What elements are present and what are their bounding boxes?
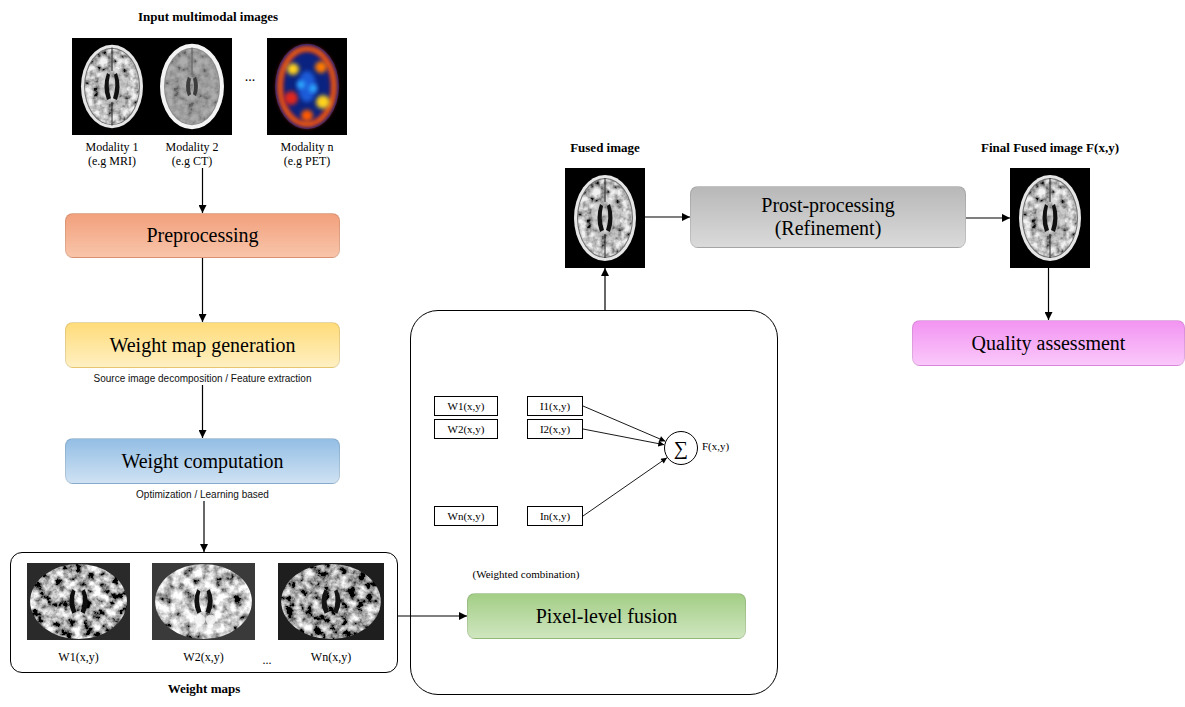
image-frame bbox=[267, 38, 347, 135]
image-title: Final Fused image F(x,y) bbox=[960, 140, 1140, 156]
image-title: Fused image bbox=[565, 140, 645, 156]
flow-arrow bbox=[604, 268, 605, 310]
label-holder: Input multimodal images bbox=[108, 9, 308, 25]
flow-arrow bbox=[202, 258, 203, 322]
image-caption: Modality 1 (e.g MRI) bbox=[79, 140, 145, 168]
process-box: Pixel-level fusion bbox=[467, 593, 746, 639]
fused-image: Final Fused image F(x,y) bbox=[960, 140, 1140, 268]
image-caption: W1(x,y) bbox=[34, 650, 124, 664]
process-box: Prost-processing (Refinement) bbox=[690, 186, 966, 248]
flow-arrow bbox=[1048, 268, 1049, 320]
flow-arrow bbox=[966, 217, 1010, 218]
image-caption: Wn(x,y) bbox=[286, 650, 376, 664]
fused-image: Fused image bbox=[565, 140, 645, 268]
image-caption: Modality 2 (e.g CT) bbox=[159, 140, 225, 168]
process-box: Quality assessment bbox=[912, 320, 1185, 366]
box-label: In(x,y) bbox=[540, 510, 570, 522]
panel-title: Weight maps bbox=[10, 681, 398, 697]
box-label: Preprocessing bbox=[146, 224, 258, 247]
weight-map-image: Wn(x,y) bbox=[278, 563, 384, 664]
box-label: Quality assessment bbox=[972, 332, 1126, 355]
box-label: I2(x,y) bbox=[540, 423, 570, 435]
ellipsis: ... bbox=[232, 69, 268, 86]
term-box: W1(x,y) bbox=[434, 396, 498, 416]
image-frame bbox=[72, 38, 152, 135]
weight-map-image: W1(x,y) bbox=[27, 563, 130, 664]
process-box: Weight computation bbox=[65, 438, 340, 484]
process-step: Weight computationOptimization / Learnin… bbox=[65, 438, 340, 501]
weight-map-image: W2(x,y) bbox=[152, 563, 255, 664]
flow-arrow bbox=[202, 168, 203, 213]
term-box: I1(x,y) bbox=[527, 396, 583, 416]
term-box: W2(x,y) bbox=[434, 419, 498, 439]
image-frame bbox=[152, 38, 232, 135]
process-box: Preprocessing bbox=[65, 213, 340, 258]
term-box: In(x,y) bbox=[527, 506, 583, 526]
box-label: Pixel-level fusion bbox=[536, 605, 678, 628]
image-frame bbox=[27, 563, 130, 640]
flow-arrow bbox=[583, 458, 667, 516]
box-label: W1(x,y) bbox=[448, 400, 485, 412]
box-subtitle: Optimization / Learning based bbox=[65, 488, 340, 501]
ellipsis: ... bbox=[256, 653, 278, 667]
modality-image: Modality n (e.g PET) bbox=[267, 38, 347, 168]
box-label: Wn(x,y) bbox=[448, 510, 485, 522]
modality-image: Modality 1 (e.g MRI) bbox=[72, 38, 152, 168]
flow-arrow bbox=[645, 216, 690, 217]
fusion-panel: (Weighted combination) W1(x,y) I1(x,y) W2(x… bbox=[410, 310, 778, 695]
image-frame bbox=[278, 563, 384, 640]
process-step: Weight map generationSource image decomp… bbox=[65, 322, 340, 385]
flow-arrow bbox=[203, 501, 204, 552]
image-frame bbox=[152, 563, 255, 640]
box-label: Weight map generation bbox=[109, 334, 295, 357]
term-box: I2(x,y) bbox=[527, 419, 583, 439]
box-label: W2(x,y) bbox=[448, 423, 485, 435]
process-box: Weight map generation bbox=[65, 322, 340, 368]
flow-arrow bbox=[202, 385, 203, 438]
term-box: Wn(x,y) bbox=[434, 506, 498, 526]
flow-arrow bbox=[398, 615, 467, 616]
label-holder: F(x,y) bbox=[702, 440, 746, 453]
label-holder: ... bbox=[256, 653, 278, 667]
image-frame bbox=[1010, 168, 1090, 268]
image-caption: W2(x,y) bbox=[159, 650, 249, 664]
modality-image: Modality 2 (e.g CT) bbox=[152, 38, 232, 168]
image-frame bbox=[565, 168, 645, 268]
box-label: I1(x,y) bbox=[540, 400, 570, 412]
section-title: Input multimodal images bbox=[108, 9, 308, 25]
image-caption: Modality n (e.g PET) bbox=[274, 140, 340, 168]
output-label: F(x,y) bbox=[702, 440, 746, 453]
sum-node: ∑ bbox=[664, 431, 698, 465]
box-label: Weight computation bbox=[121, 450, 283, 473]
box-label: ∑ bbox=[674, 438, 688, 458]
weight-maps-panel: Weight maps W1(x,y) W2(x,y) Wn(x,y) bbox=[10, 552, 398, 697]
box-label: Prost-processing (Refinement) bbox=[738, 194, 918, 240]
label-holder: ... bbox=[232, 69, 268, 86]
box-subtitle: Source image decomposition / Feature ext… bbox=[65, 372, 340, 385]
panel-caption: (Weighted combination) bbox=[461, 568, 591, 581]
flow-arrow bbox=[583, 406, 665, 441]
flow-arrow bbox=[583, 429, 664, 445]
